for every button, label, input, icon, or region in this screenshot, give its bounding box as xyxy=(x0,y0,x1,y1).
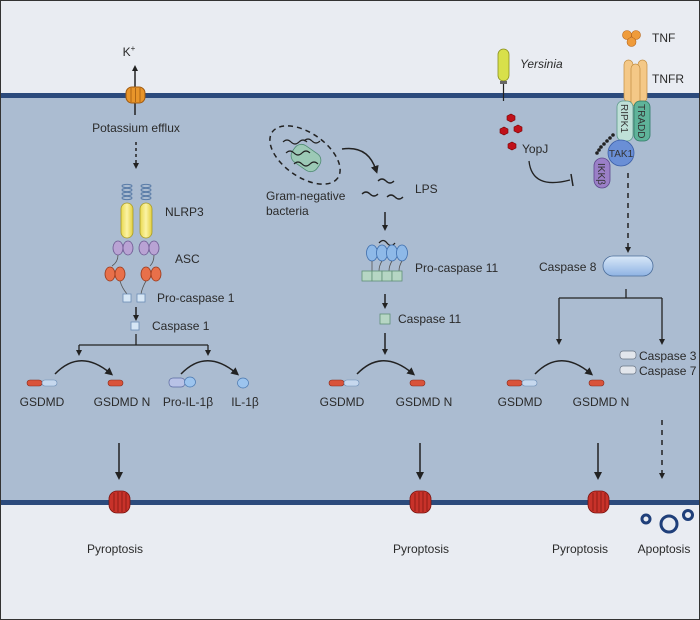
caspase-1-icon xyxy=(130,321,140,331)
outcome-pyroptosis-3: Pyroptosis xyxy=(552,542,608,556)
arrow-gsdmd-cleavage-3 xyxy=(534,360,594,376)
tradd-label: TRADD xyxy=(635,104,646,138)
gsdmd-pore-icon-1 xyxy=(108,490,131,514)
yersinia-icon xyxy=(497,48,510,101)
cytoplasm xyxy=(0,95,700,503)
il-1b-label: IL-1β xyxy=(231,395,259,409)
tnfr-icon xyxy=(623,59,648,107)
outcome-pyroptosis-1: Pyroptosis xyxy=(87,542,143,556)
apoptotic-bodies-icon xyxy=(640,509,694,534)
inhibition-yopj-ikkb xyxy=(528,160,571,184)
gsdmd-icon-3 xyxy=(506,379,538,387)
lps-icon xyxy=(361,178,404,200)
caspase-3-icon xyxy=(619,350,637,360)
tnf-label: TNF xyxy=(652,31,675,45)
gsdmd-label-2: GSDMD xyxy=(320,395,365,409)
caspase-8-branch-arrows xyxy=(556,289,665,345)
potassium-efflux-label: Potassium efflux xyxy=(92,121,180,135)
pro-il-1b-label: Pro-IL-1β xyxy=(163,395,213,409)
yersinia-label: Yersinia xyxy=(520,57,563,71)
gram-negative-bacteria-icon xyxy=(269,125,341,185)
il-1b-icon xyxy=(237,377,249,389)
pro-il-1b-icon xyxy=(168,376,196,388)
caspase-7-label: Caspase 7 xyxy=(639,364,697,378)
gsdmd-n-label-1: GSDMD N xyxy=(94,395,151,409)
ikkb-icon xyxy=(593,157,611,189)
ikkb-label: IKKβ xyxy=(595,163,606,185)
caspase-7-icon xyxy=(619,365,637,375)
bacteria-label-line2: bacteria xyxy=(266,204,309,218)
gsdmd-n-icon-2 xyxy=(409,379,426,387)
outcome-pyroptosis-2: Pyroptosis xyxy=(393,542,449,556)
bottom-membrane xyxy=(0,500,700,505)
k-ion-label: K+ xyxy=(123,44,136,59)
tnfr-label: TNFR xyxy=(652,72,684,86)
gsdmd-label-1: GSDMD xyxy=(20,395,65,409)
gsdmd-icon-1 xyxy=(26,379,58,387)
pro-caspase-11-icon xyxy=(361,239,408,282)
caspase-1-branch-arrows xyxy=(76,334,211,356)
gsdmd-n-label-2: GSDMD N xyxy=(396,395,453,409)
nlrp3-inflammasome-icon xyxy=(104,183,162,303)
yopj-icon xyxy=(499,113,523,151)
ubiquitin-chain-icon xyxy=(595,133,615,155)
arrow-bacteria-lps xyxy=(341,147,379,174)
tnf-icon xyxy=(622,30,641,47)
tradd-icon xyxy=(633,100,651,142)
asc-label: ASC xyxy=(175,252,200,266)
gsdmd-n-icon-3 xyxy=(588,379,605,387)
gsdmd-pore-icon-2 xyxy=(409,490,432,514)
caspase-11-label: Caspase 11 xyxy=(398,312,461,326)
nlrp3-label: NLRP3 xyxy=(165,205,204,219)
top-membrane xyxy=(0,93,700,98)
arrow-il1b-cleavage xyxy=(180,360,240,376)
bacteria-label-line1: Gram-negative xyxy=(266,189,346,203)
gsdmd-icon-2 xyxy=(328,379,360,387)
tak1-label: TAK1 xyxy=(609,149,634,160)
arrow-gsdmd-cleavage-1 xyxy=(54,360,114,376)
caspase-3-label: Caspase 3 xyxy=(639,349,697,363)
gsdmd-pore-icon-3 xyxy=(587,490,610,514)
caspase-8-icon xyxy=(602,255,654,277)
gsdmd-n-label-3: GSDMD N xyxy=(573,395,630,409)
outcome-apoptosis: Apoptosis xyxy=(638,542,691,556)
potassium-channel-icon xyxy=(125,86,146,104)
pro-caspase-11-label: Pro-caspase 11 xyxy=(415,261,498,275)
yopj-label: YopJ xyxy=(522,142,548,156)
ripk1-label: RIPK1 xyxy=(618,104,629,133)
extracellular-top xyxy=(0,0,700,95)
tak1-icon xyxy=(607,139,635,167)
gsdmd-label-3: GSDMD xyxy=(498,395,543,409)
extracellular-bottom xyxy=(0,503,700,620)
arrow-gsdmd-cleavage-2 xyxy=(356,360,416,376)
caspase-1-label: Caspase 1 xyxy=(152,319,210,333)
lps-label: LPS xyxy=(415,182,438,196)
caspase-11-icon xyxy=(379,313,391,325)
caspase-8-label: Caspase 8 xyxy=(539,260,597,274)
inhibition-bar xyxy=(570,173,574,187)
gsdmd-n-icon-1 xyxy=(107,379,124,387)
pro-caspase-1-label: Pro-caspase 1 xyxy=(157,291,235,305)
